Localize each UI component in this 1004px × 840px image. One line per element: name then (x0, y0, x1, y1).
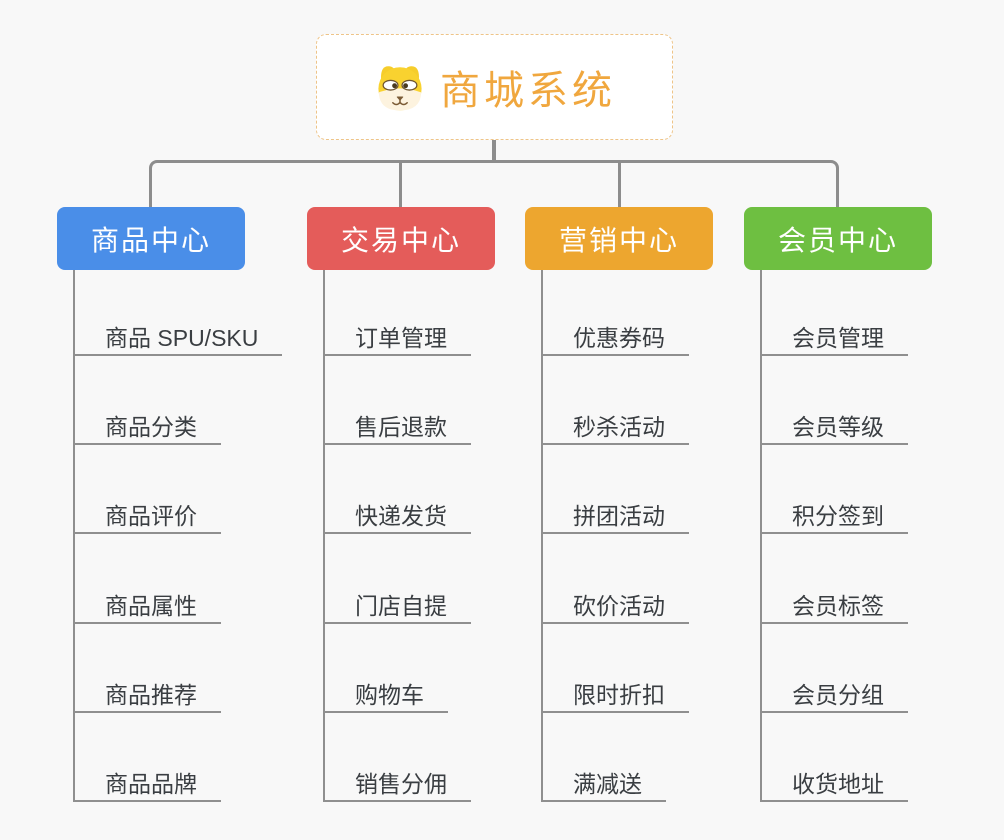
branch-trunk-line (541, 270, 543, 802)
connector-root-drop (492, 140, 496, 163)
leaf-node[interactable]: 商品属性 (73, 586, 221, 624)
branch-node-trade-center[interactable]: 交易中心 (307, 207, 495, 270)
leaf-node[interactable]: 门店自提 (323, 586, 471, 624)
branch-label: 会员中心 (777, 224, 898, 256)
connector-elbow-right (493, 160, 839, 207)
connector-drop-marketing (618, 161, 621, 207)
root-node[interactable]: 商城系统 (316, 34, 673, 140)
leaf-node[interactable]: 商品推荐 (73, 675, 221, 713)
leaf-node[interactable]: 商品 SPU/SKU (73, 318, 283, 356)
leaf-node[interactable]: 订单管理 (323, 318, 471, 356)
branch-trunk-line (73, 270, 75, 802)
leaf-node[interactable]: 秒杀活动 (541, 407, 689, 445)
branch-trunk-line (323, 270, 325, 802)
leaf-node[interactable]: 售后退款 (323, 407, 471, 445)
branch-trunk-line (760, 270, 762, 802)
leaf-node[interactable]: 商品分类 (73, 407, 221, 445)
connector-elbow-left (149, 160, 493, 207)
leaf-node[interactable]: 优惠券码 (541, 318, 689, 356)
branch-node-member-center[interactable]: 会员中心 (744, 207, 932, 270)
leaf-node[interactable]: 满减送 (541, 764, 666, 802)
branch-label: 营销中心 (558, 224, 679, 256)
dog-logo-icon (378, 66, 422, 111)
branch-label: 交易中心 (340, 224, 461, 256)
leaf-node[interactable]: 拼团活动 (541, 496, 689, 534)
leaf-node[interactable]: 购物车 (323, 675, 448, 713)
leaf-node[interactable]: 砍价活动 (541, 586, 689, 624)
connector-drop-trade (399, 161, 402, 207)
branch-label: 商品中心 (90, 224, 211, 256)
leaf-node[interactable]: 限时折扣 (541, 675, 689, 713)
leaf-node[interactable]: 会员等级 (760, 407, 908, 445)
leaf-node[interactable]: 收货地址 (760, 764, 908, 802)
leaf-node[interactable]: 快递发货 (323, 496, 471, 534)
leaf-node[interactable]: 商品品牌 (73, 764, 221, 802)
branch-node-product-center[interactable]: 商品中心 (57, 207, 245, 270)
branch-node-marketing-center[interactable]: 营销中心 (525, 207, 713, 270)
leaf-node[interactable]: 销售分佣 (323, 764, 471, 802)
leaf-node[interactable]: 会员标签 (760, 586, 908, 624)
leaf-node[interactable]: 会员管理 (760, 318, 908, 356)
root-title: 商城系统 (440, 69, 616, 113)
leaf-node[interactable]: 会员分组 (760, 675, 908, 713)
leaf-node[interactable]: 商品评价 (73, 496, 221, 534)
leaf-node[interactable]: 积分签到 (760, 496, 908, 534)
